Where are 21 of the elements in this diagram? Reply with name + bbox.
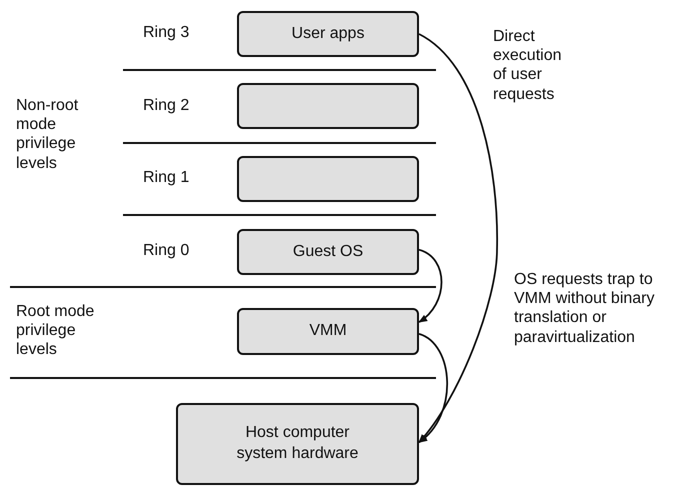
ring-label: Ring 3: [143, 23, 190, 42]
box-label: VMM: [309, 321, 347, 342]
ring-label: Ring 0: [143, 241, 190, 260]
box-label: User apps: [292, 24, 364, 44]
ring-label: Ring 1: [143, 168, 190, 188]
process-box: [237, 11, 419, 57]
process-box: [237, 156, 419, 202]
process-box: [237, 229, 419, 275]
arrow: [418, 333, 448, 444]
process-box: [237, 83, 419, 129]
arrow: [418, 33, 498, 444]
box-label: Guest OS: [292, 242, 364, 262]
annotation-text: OS requests trap to VMM without binary translation or paravirtualization: [514, 270, 656, 347]
box-label: Host computer system hardware: [236, 423, 360, 464]
process-box: [176, 403, 419, 485]
ring-label: Ring 2: [143, 96, 190, 116]
arrow: [418, 248, 442, 323]
annotation-text: Direct execution of user requests: [493, 27, 562, 104]
annotation-text: Non-root mode privilege levels: [16, 96, 80, 173]
process-box: [237, 308, 419, 355]
annotation-text: Root mode privilege levels: [16, 302, 96, 360]
